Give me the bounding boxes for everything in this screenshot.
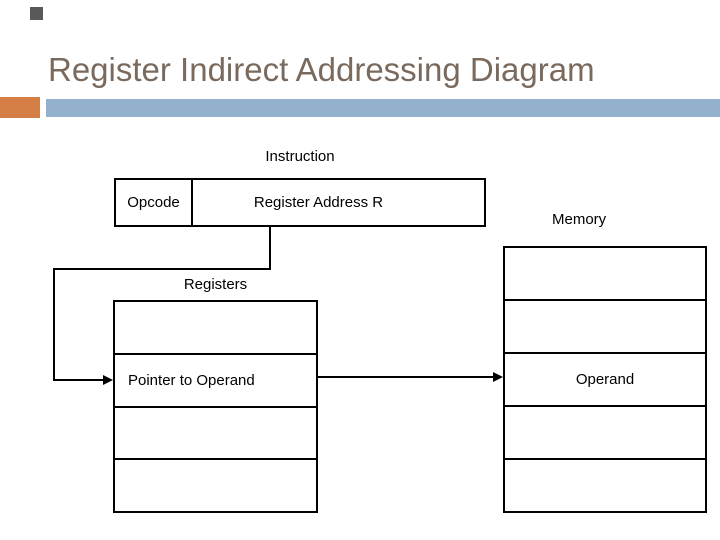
register-address-cell: Register Address R xyxy=(253,194,384,211)
accent-bar-orange xyxy=(0,97,40,118)
memory-row xyxy=(505,405,705,458)
memory-row xyxy=(505,458,705,511)
memory-row xyxy=(505,299,705,352)
arrowhead-into-memory-icon xyxy=(493,372,503,382)
connector-instruction-down xyxy=(269,227,271,270)
memory-row xyxy=(505,248,705,299)
registers-label: Registers xyxy=(183,276,248,293)
arrowhead-into-registers-icon xyxy=(103,375,113,385)
connector-registers-to-memory xyxy=(318,376,495,378)
corner-square-decoration xyxy=(30,7,43,20)
register-row-pointer: Pointer to Operand xyxy=(115,352,316,406)
page-title: Register Indirect Addressing Diagram xyxy=(48,51,595,88)
connector-into-registers xyxy=(53,379,105,381)
instruction-box: Opcode Register Address R xyxy=(114,178,486,227)
registers-table: Pointer to Operand xyxy=(113,300,318,513)
instruction-label: Instruction xyxy=(265,148,335,165)
memory-row-operand: Operand xyxy=(505,352,705,405)
accent-bar-blue xyxy=(46,99,720,117)
memory-label: Memory xyxy=(552,211,607,228)
register-row xyxy=(115,405,316,459)
register-row xyxy=(115,302,316,353)
register-row xyxy=(115,458,316,511)
connector-left-vertical xyxy=(53,268,55,381)
connector-left-horizontal xyxy=(53,268,271,270)
memory-table: Operand xyxy=(503,246,707,513)
opcode-cell: Opcode xyxy=(116,180,193,225)
